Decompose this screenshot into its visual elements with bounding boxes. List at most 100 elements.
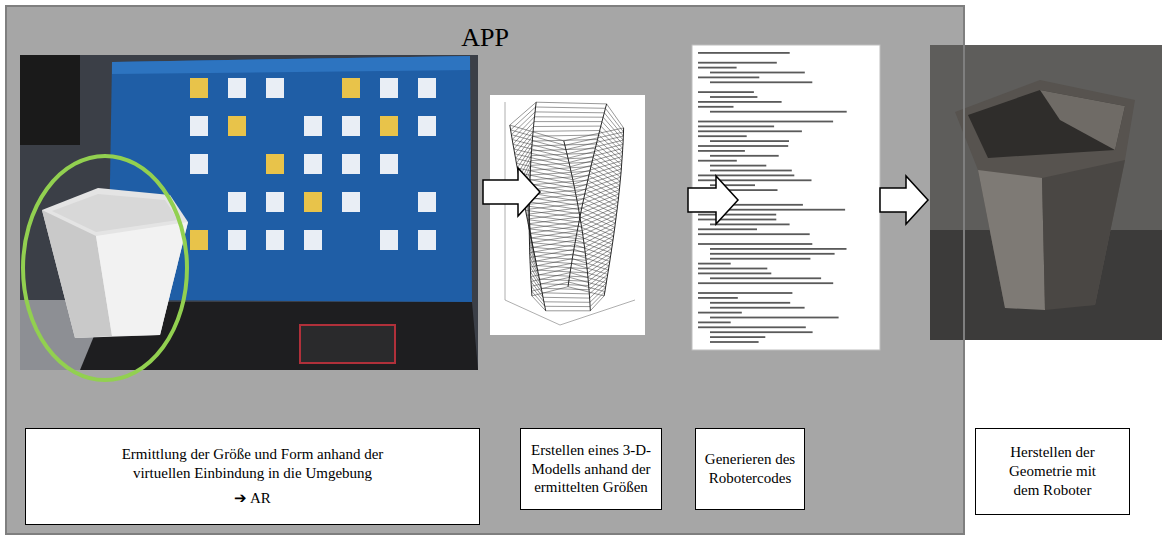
illustration-part xyxy=(698,160,737,162)
illustration-part xyxy=(42,188,188,338)
illustration-part xyxy=(342,154,360,174)
illustration-part xyxy=(228,192,246,212)
illustration-part xyxy=(418,230,436,250)
illustration-part xyxy=(710,170,792,172)
illustration-part xyxy=(698,297,738,299)
illustration-part xyxy=(304,116,322,136)
illustration-part xyxy=(342,192,360,212)
illustration-part xyxy=(20,55,478,370)
illustration-part xyxy=(1042,160,1125,310)
illustration-part xyxy=(710,307,805,309)
illustration-part xyxy=(698,214,776,216)
illustration-part xyxy=(23,156,187,380)
ar-photo xyxy=(20,55,478,380)
illustration-part xyxy=(511,112,623,150)
illustration-part xyxy=(190,230,208,250)
illustration-part xyxy=(698,52,790,54)
illustration-part xyxy=(52,194,178,232)
illustration-part xyxy=(710,277,821,279)
panel-title: APP xyxy=(7,23,963,53)
illustration-part xyxy=(418,116,436,136)
illustration-part xyxy=(698,268,767,270)
illustration-part xyxy=(380,154,398,174)
illustration-part xyxy=(698,67,737,69)
illustration-part xyxy=(698,228,757,230)
illustration-part xyxy=(698,243,812,245)
illustration-part xyxy=(304,230,322,250)
illustration-part xyxy=(698,126,774,128)
illustration-part xyxy=(564,141,591,311)
illustration-part xyxy=(698,233,810,235)
illustration-part xyxy=(698,282,833,284)
illustration-part xyxy=(698,130,802,132)
illustration-part xyxy=(698,312,742,314)
app-panel xyxy=(5,5,965,535)
illustration-part xyxy=(710,341,759,343)
illustration-part xyxy=(688,176,738,224)
illustration-part xyxy=(710,72,805,74)
illustration-part xyxy=(710,302,790,304)
illustration-part xyxy=(266,230,284,250)
flow-arrows xyxy=(483,168,928,224)
illustration-part xyxy=(698,175,794,177)
illustration-part xyxy=(510,125,546,311)
illustration-part xyxy=(604,128,624,296)
illustration-part xyxy=(710,111,847,113)
illustration-part xyxy=(228,78,246,98)
illustration-part xyxy=(380,78,398,98)
illustration-part xyxy=(304,154,322,174)
illustration-part xyxy=(342,116,360,136)
illustration-part xyxy=(380,116,398,136)
illustration-part xyxy=(710,140,789,142)
app-frame: APP Ermittlung der Größe und Form anhand … xyxy=(5,5,965,535)
illustration-part xyxy=(698,292,792,294)
illustration-part xyxy=(190,154,208,174)
step-box: Ermittlung der Größe und Form anhand der… xyxy=(25,428,480,525)
illustration-part xyxy=(510,102,624,141)
illustration-part xyxy=(190,116,208,136)
illustration-part xyxy=(710,248,847,250)
step-box: Herstellen der Geometrie mit dem Roboter xyxy=(975,428,1130,515)
illustration-part xyxy=(483,168,540,216)
illustration-part xyxy=(698,219,776,221)
illustration-part xyxy=(698,322,731,324)
illustration-part xyxy=(698,326,806,328)
illustration-part xyxy=(1040,90,1125,150)
illustration-part xyxy=(560,300,635,325)
illustration-part xyxy=(568,104,607,287)
illustration-part xyxy=(968,90,1125,158)
illustration-part xyxy=(20,55,80,145)
model-plot xyxy=(490,95,645,335)
illustration-part xyxy=(698,101,782,103)
illustration-part xyxy=(698,121,833,123)
illustration-part xyxy=(698,263,731,265)
illustration-part xyxy=(710,336,765,338)
step-box: Generieren des Robotercodes xyxy=(695,428,805,510)
illustration-part xyxy=(698,106,734,108)
illustration-part xyxy=(228,230,246,250)
illustration-part xyxy=(698,77,759,79)
illustration-part xyxy=(266,78,284,98)
step-label: Erstellen eines 3-D-Modells anhand der e… xyxy=(529,441,653,497)
illustration-part xyxy=(710,81,812,83)
illustration-part xyxy=(710,258,810,260)
illustration-part xyxy=(228,116,246,136)
illustration-part xyxy=(342,78,360,98)
illustration-part xyxy=(710,96,757,98)
illustration-part xyxy=(698,145,788,147)
illustration-part xyxy=(710,224,790,226)
illustration-part xyxy=(300,325,395,363)
illustration-part xyxy=(96,222,188,336)
illustration-part xyxy=(698,62,777,64)
illustration-part xyxy=(710,253,835,255)
step-label: Herstellen der Geometrie mit dem Roboter xyxy=(1000,443,1105,499)
illustration-part xyxy=(112,56,470,74)
illustration-part xyxy=(512,117,623,154)
illustration-part xyxy=(698,135,747,137)
illustration-part xyxy=(380,230,398,250)
desktop-icons xyxy=(190,78,436,250)
step-label: Generieren des Robotercodes xyxy=(704,450,796,488)
step-label: Ermittlung der Größe und Form anhand der… xyxy=(108,445,398,483)
illustration-part xyxy=(880,176,928,224)
